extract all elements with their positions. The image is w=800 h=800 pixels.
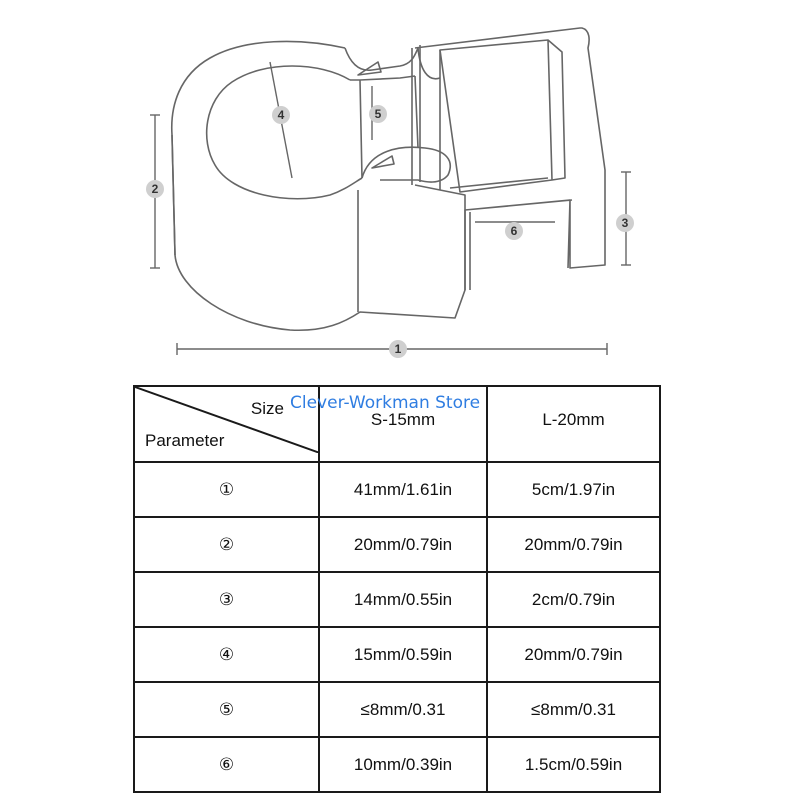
value-cell-s: 10mm/0.39in xyxy=(318,736,488,793)
param-cell: ③ xyxy=(133,571,320,628)
callout-1 xyxy=(389,340,407,358)
clip-slot-top xyxy=(357,61,382,76)
callout-3 xyxy=(616,214,634,232)
table-row: ① 41mm/1.61in 5cm/1.97in xyxy=(133,461,661,518)
value-cell-s: 20mm/0.79in xyxy=(318,516,488,573)
callout-6 xyxy=(505,222,523,240)
callout-4 xyxy=(272,106,290,124)
value-cell-s: 15mm/0.59in xyxy=(318,626,488,683)
table-header-row: Size Parameter S-15mm L-20mm xyxy=(133,385,661,463)
callout-5 xyxy=(369,105,387,123)
table-row: ⑤ ≤8mm/0.31 ≤8mm/0.31 xyxy=(133,681,661,738)
value-cell-l: 5cm/1.97in xyxy=(486,461,661,518)
column-header-l: L-20mm xyxy=(486,385,661,463)
callout-2 xyxy=(146,180,164,198)
column-header-s: S-15mm xyxy=(318,385,488,463)
clip-slot-bottom xyxy=(371,155,395,169)
value-cell-s: 14mm/0.55in xyxy=(318,571,488,628)
clip-ring-inner xyxy=(205,65,363,200)
param-cell: ⑤ xyxy=(133,681,320,738)
clip-body-outline xyxy=(170,40,466,332)
value-cell-l: 20mm/0.79in xyxy=(486,516,661,573)
param-cell: ① xyxy=(133,461,320,518)
value-cell-l: 2cm/0.79in xyxy=(486,571,661,628)
clip-neck xyxy=(350,75,419,179)
table-row: ⑥ 10mm/0.39in 1.5cm/0.59in xyxy=(133,736,661,793)
clip-diagram: 1 2 3 4 5 6 xyxy=(146,27,634,358)
callout-3-label: 3 xyxy=(622,216,629,230)
value-cell-s: 41mm/1.61in xyxy=(318,461,488,518)
param-cell: ② xyxy=(133,516,320,573)
callout-4-label: 4 xyxy=(278,108,285,122)
corner-diagonal xyxy=(135,387,320,453)
value-cell-l: 20mm/0.79in xyxy=(486,626,661,683)
callout-5-label: 5 xyxy=(375,107,382,121)
corner-cell: Size Parameter xyxy=(133,385,320,463)
callout-6-label: 6 xyxy=(511,224,518,238)
clip-frame xyxy=(411,27,606,290)
callout-1-label: 1 xyxy=(395,342,402,356)
table-row: ③ 14mm/0.55in 2cm/0.79in xyxy=(133,571,661,628)
table-row: ② 20mm/0.79in 20mm/0.79in xyxy=(133,516,661,573)
value-cell-l: ≤8mm/0.31 xyxy=(486,681,661,738)
table-row: ④ 15mm/0.59in 20mm/0.79in xyxy=(133,626,661,683)
value-cell-l: 1.5cm/0.59in xyxy=(486,736,661,793)
store-watermark: Clever-Workman Store xyxy=(290,393,481,413)
corner-label-parameter: Parameter xyxy=(145,431,225,450)
clip-tab-bottom xyxy=(361,146,451,183)
param-cell: ⑥ xyxy=(133,736,320,793)
corner-label-size: Size xyxy=(250,399,284,418)
size-spec-table: Size Parameter S-15mm L-20mm ① 41mm/1.61… xyxy=(133,385,661,793)
value-cell-s: ≤8mm/0.31 xyxy=(318,681,488,738)
param-cell: ④ xyxy=(133,626,320,683)
callout-2-label: 2 xyxy=(152,182,159,196)
